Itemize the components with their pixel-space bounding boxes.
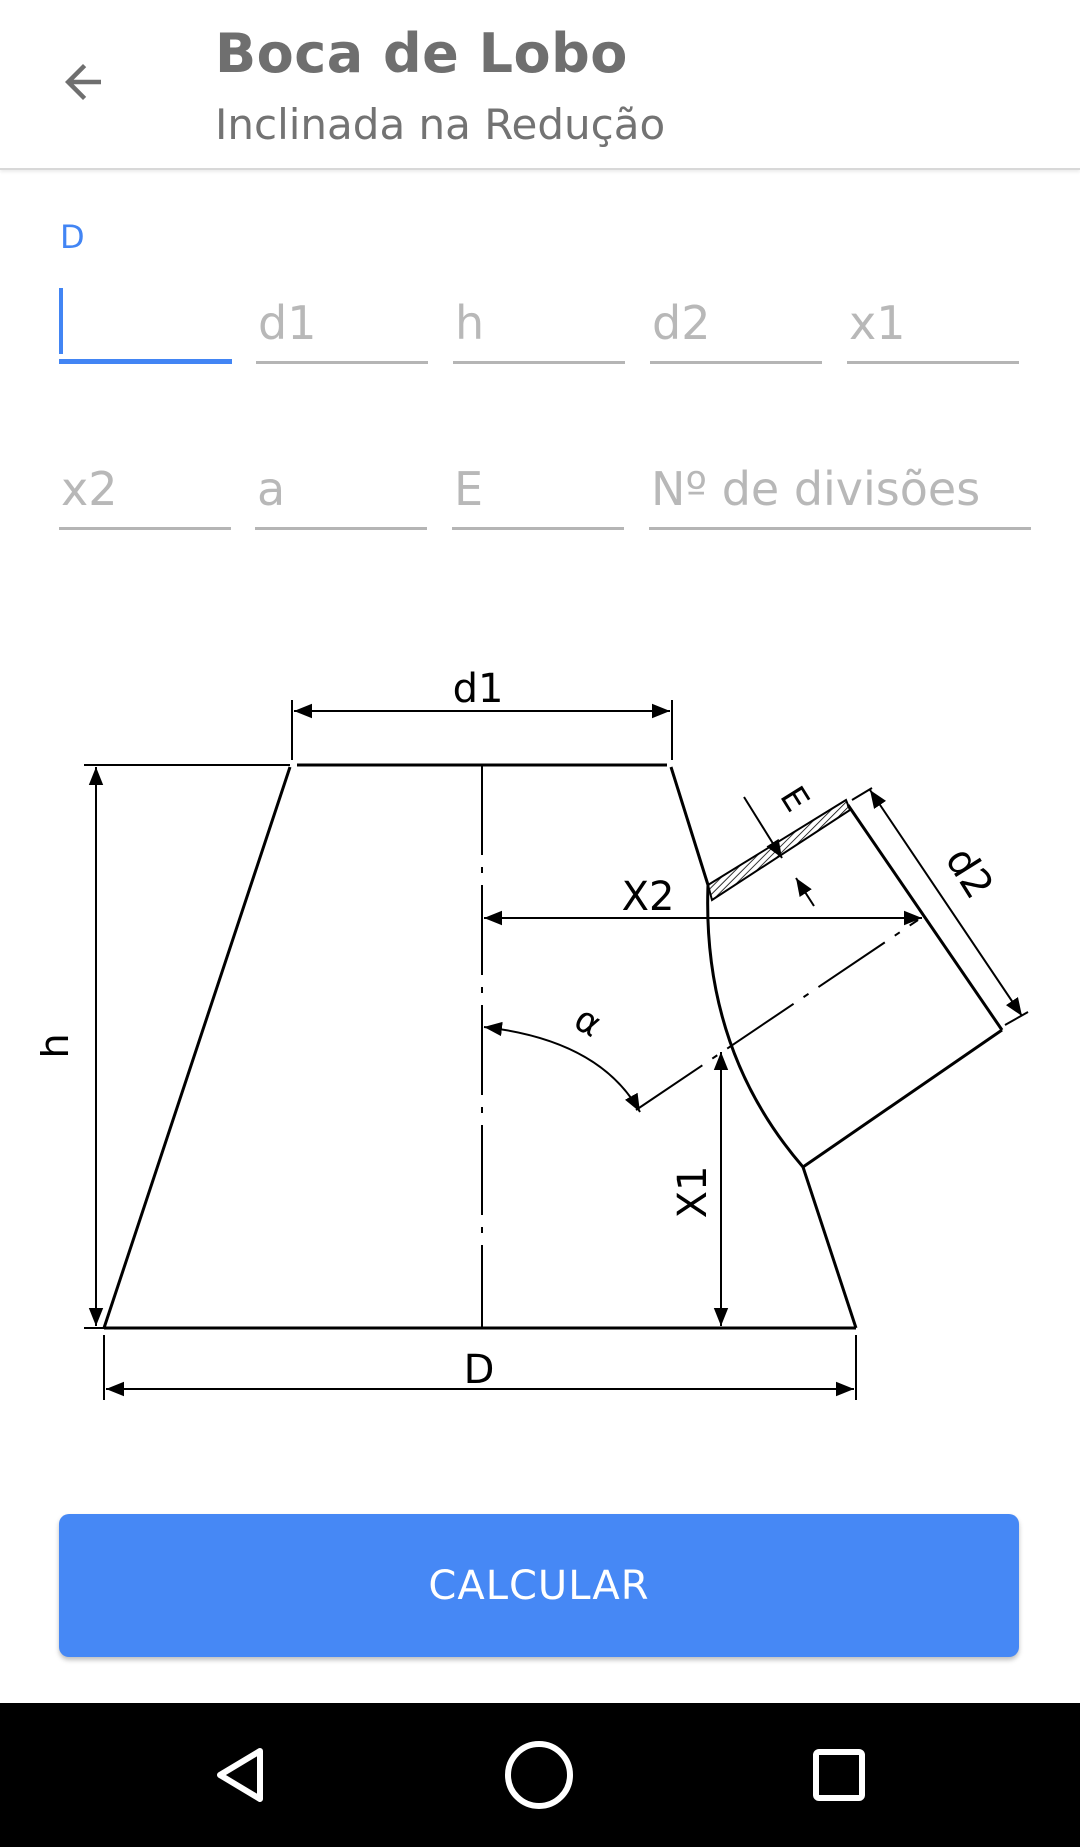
diagram-label-X1: X1: [670, 1166, 716, 1219]
nav-recents-icon: [813, 1749, 865, 1801]
input-underline: [256, 361, 428, 364]
input-x1-placeholder: x1: [849, 296, 906, 350]
nav-home-icon: [505, 1741, 573, 1809]
input-E[interactable]: E: [452, 434, 624, 530]
input-h[interactable]: h: [453, 268, 625, 364]
input-x1[interactable]: x1: [847, 268, 1019, 364]
input-divisoes-placeholder: Nº de divisões: [651, 462, 981, 516]
calculate-button[interactable]: CALCULAR: [59, 1514, 1019, 1657]
input-d1[interactable]: d1: [256, 268, 428, 364]
input-underline: [650, 361, 822, 364]
diagram-label-E: E: [772, 779, 817, 818]
wall-thickness-hatch: [706, 798, 852, 902]
d2-extension-bottom: [1004, 1011, 1029, 1026]
branch-bottom-edge: [802, 1028, 1003, 1169]
input-underline: [847, 361, 1019, 364]
input-underline: [59, 527, 231, 530]
app-bar: Boca de Lobo Inclinada na Redução: [0, 0, 1080, 170]
page-subtitle: Inclinada na Redução: [215, 100, 666, 149]
input-underline: [649, 527, 1031, 530]
cone-right-edge-upper: [669, 766, 710, 886]
cone-right-edge-lower: [801, 1166, 858, 1329]
diagram-label-d2: d2: [936, 839, 1002, 906]
input-E-placeholder: E: [454, 462, 484, 516]
d2-dimension-line: [869, 789, 1023, 1017]
E-dimension-line-inner: [795, 877, 815, 907]
input-x2[interactable]: x2: [59, 434, 231, 530]
input-a-placeholder: a: [257, 462, 286, 516]
branch-centerline: [635, 919, 919, 1111]
diagram-label-alpha: α: [567, 998, 608, 1045]
input-d1-placeholder: d1: [258, 296, 317, 350]
input-underline: [452, 527, 624, 530]
input-h-placeholder: h: [455, 296, 485, 350]
input-x2-placeholder: x2: [61, 462, 118, 516]
diagram-label-d1: d1: [453, 666, 504, 712]
d2-extension-top: [851, 787, 873, 801]
diagram-label-X2: X2: [622, 874, 675, 920]
text-caret: [59, 288, 63, 354]
field-label-D: D: [60, 218, 85, 256]
nav-back-button[interactable]: [190, 1725, 290, 1825]
alpha-arc: [483, 1021, 641, 1113]
input-d2-placeholder: d2: [652, 296, 711, 350]
E-dimension-line-outer: [743, 796, 783, 859]
diagram-label-h: h: [40, 1033, 78, 1058]
cone-left-edge: [102, 766, 292, 1329]
back-button[interactable]: [48, 44, 118, 120]
input-underline: [59, 359, 232, 364]
input-divisoes[interactable]: Nº de divisões: [649, 434, 1031, 530]
nav-back-icon: [217, 1748, 263, 1802]
input-underline: [255, 527, 427, 530]
branch-intersection-curve: [706, 884, 805, 1168]
input-underline: [453, 361, 625, 364]
diagram-label-D: D: [464, 1347, 495, 1393]
input-d2[interactable]: d2: [650, 268, 822, 364]
nav-recents-button[interactable]: [789, 1725, 889, 1825]
input-a[interactable]: a: [255, 434, 427, 530]
nav-home-button[interactable]: [489, 1725, 589, 1825]
page-title: Boca de Lobo: [215, 22, 628, 85]
system-nav-bar: [0, 1703, 1080, 1847]
input-D[interactable]: [59, 268, 232, 364]
technical-diagram: d1 D X2 h X1 d2 E α: [40, 666, 1029, 1400]
arrow-back-icon: [65, 64, 101, 100]
